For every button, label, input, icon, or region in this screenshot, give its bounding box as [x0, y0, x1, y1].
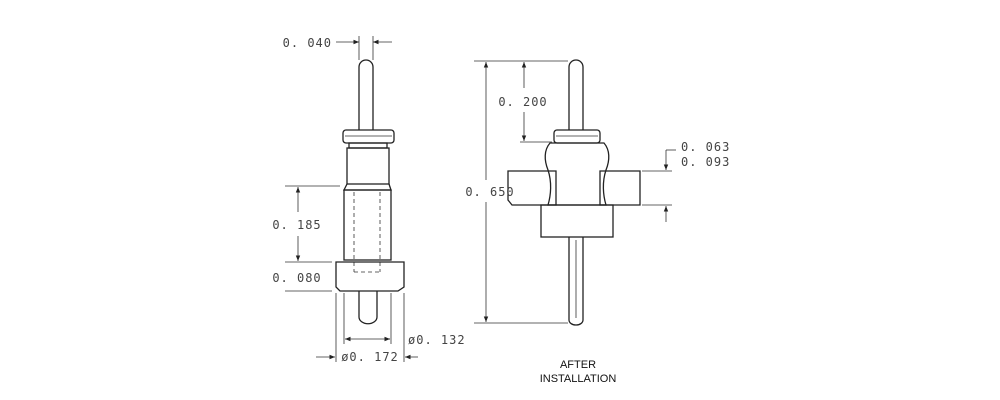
dim-flange-diameter: ø0. 172: [316, 293, 418, 364]
after-installation-caption-line2: INSTALLATION: [540, 373, 617, 385]
dim-panel-max-label: 0. 093: [681, 155, 730, 169]
dim-overall-length: 0. 650: [465, 60, 568, 324]
dim-panel-min-label: 0. 063: [681, 140, 730, 154]
dim-body-length: 0. 185: [272, 185, 340, 263]
dim-flange-height: 0. 080: [272, 271, 332, 292]
dim-flange-diameter-label: ø0. 172: [341, 350, 399, 364]
left-view: 0. 040 0. 185 0. 080 ø0. 132: [272, 36, 465, 364]
dim-overall-length-label: 0. 650: [465, 185, 514, 199]
dim-panel-thickness: 0. 063 0. 093: [642, 140, 730, 222]
dim-hole-diameter-label: ø0. 132: [408, 333, 466, 347]
dim-tip-width-label: 0. 040: [283, 36, 332, 50]
right-pin-part: [507, 59, 641, 326]
dim-body-length-label: 0. 185: [272, 218, 321, 232]
dim-top-pin-length-label: 0. 200: [498, 95, 547, 109]
dim-flange-height-label: 0. 080: [272, 271, 321, 285]
left-pin-part: [335, 59, 405, 325]
dim-top-pin-length: 0. 200: [498, 61, 552, 143]
after-installation-caption-line1: AFTER: [560, 359, 596, 371]
dim-hole-diameter: ø0. 132: [343, 293, 466, 347]
right-view: 0. 650 0. 200 0. 063 0. 093 AFTER INSTAL…: [465, 59, 730, 385]
dim-tip-width: 0. 040: [283, 36, 392, 60]
